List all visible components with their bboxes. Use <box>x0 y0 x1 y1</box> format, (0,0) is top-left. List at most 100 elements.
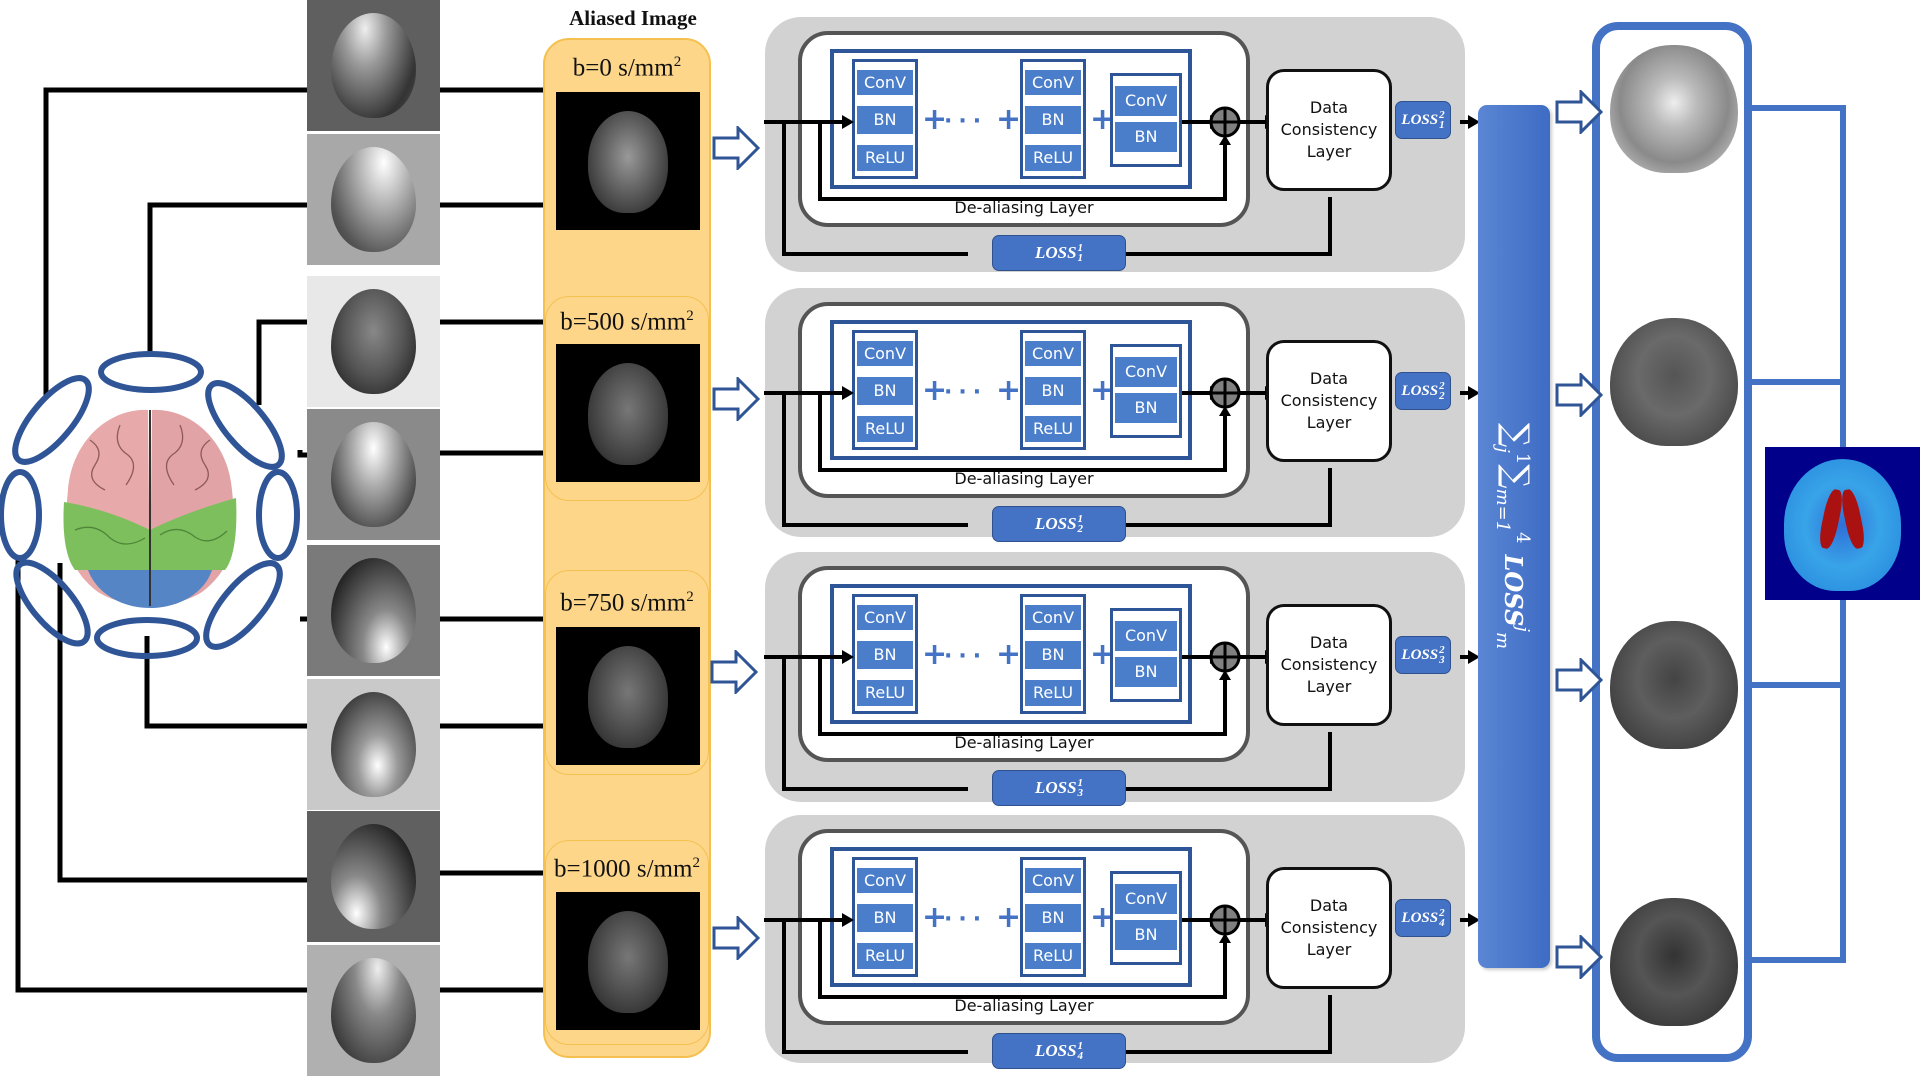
hollow-arrow-icon <box>1555 373 1603 417</box>
plus-sign: + <box>922 373 948 408</box>
row-connections <box>764 904 1480 1054</box>
coil-ellipse <box>256 469 300 561</box>
de-aliasing-label: De-aliasing Layer <box>954 733 1094 752</box>
coil-ellipse <box>0 469 42 561</box>
coil-ellipse <box>94 617 200 659</box>
ellipsis: ··· <box>944 380 988 405</box>
aliased-mri-image <box>556 627 700 765</box>
coil-ellipse <box>205 380 285 470</box>
b-value-label: b=500 s/mm2 <box>560 308 694 336</box>
ellipsis: ··· <box>944 644 988 669</box>
conv-layer: ConV <box>857 868 913 893</box>
conv-layer: ConV <box>857 341 913 366</box>
relu-layer: ReLU <box>1025 680 1081 706</box>
bn-layer: BN <box>857 377 913 405</box>
conv-bn-block: ConV BN <box>1110 608 1182 702</box>
coil-ellipse <box>203 560 283 650</box>
conv-layer: ConV <box>857 605 913 630</box>
row-connections <box>764 106 1480 256</box>
bn-layer: BN <box>1115 657 1177 687</box>
coil-ellipse <box>98 351 204 393</box>
reconstructed-image <box>1610 45 1738 173</box>
bn-layer: BN <box>857 641 913 669</box>
b-value-label: b=1000 s/mm2 <box>554 855 700 883</box>
plus-sign: + <box>996 637 1022 672</box>
coil-ellipse <box>12 375 92 465</box>
conv-bn-relu-block: ConV BN ReLU <box>1020 59 1086 179</box>
reconstructed-image <box>1610 318 1738 446</box>
conv-layer: ConV <box>1025 605 1081 630</box>
hollow-arrow-icon <box>710 650 758 694</box>
bn-layer: BN <box>1115 920 1177 950</box>
bn-layer: BN <box>1025 106 1081 134</box>
de-aliasing-label: De-aliasing Layer <box>954 996 1094 1015</box>
b-value-label: b=0 s/mm2 <box>572 54 682 82</box>
brain-illustration <box>63 409 237 608</box>
plus-sign: + <box>922 102 948 137</box>
relu-layer: ReLU <box>1025 416 1081 442</box>
conv-bn-relu-block: ConV BN ReLU <box>1020 594 1086 714</box>
total-loss-bar <box>1478 105 1550 968</box>
relu-layer: ReLU <box>1025 943 1081 969</box>
plus-sign: + <box>996 373 1022 408</box>
bn-layer: BN <box>857 106 913 134</box>
bn-layer: BN <box>1025 904 1081 932</box>
aliased-mri-image <box>556 892 700 1030</box>
aliased-mri-image <box>556 344 700 482</box>
hollow-arrow-icon <box>712 916 760 960</box>
bn-layer: BN <box>1025 641 1081 669</box>
aliased-mri-image <box>556 92 700 230</box>
hollow-arrow-icon <box>1555 935 1603 979</box>
hollow-arrow-icon <box>712 377 760 421</box>
reconstructed-image <box>1610 898 1738 1026</box>
conv-layer: ConV <box>1025 70 1081 95</box>
conv-bn-block: ConV BN <box>1110 871 1182 965</box>
plus-sign: + <box>922 900 948 935</box>
bn-layer: BN <box>1115 393 1177 423</box>
hollow-arrow-icon <box>712 126 760 170</box>
parametric-color-map <box>1765 447 1920 600</box>
relu-layer: ReLU <box>857 680 913 706</box>
plus-sign: + <box>996 102 1022 137</box>
conv-bn-block: ConV BN <box>1110 73 1182 167</box>
plus-sign: + <box>996 900 1022 935</box>
conv-bn-relu-block: ConV BN ReLU <box>1020 857 1086 977</box>
aliased-image-title: Aliased Image <box>569 6 697 30</box>
relu-layer: ReLU <box>1025 145 1081 171</box>
plus-sign: + <box>922 637 948 672</box>
coil-sensitivity-map <box>307 134 440 265</box>
conv-layer: ConV <box>857 70 913 95</box>
de-aliasing-label: De-aliasing Layer <box>954 469 1094 488</box>
conv-bn-relu-block: ConV BN ReLU <box>852 330 918 450</box>
coil-sensitivity-map <box>307 945 440 1076</box>
coil-array <box>0 351 300 659</box>
conv-layer: ConV <box>1115 357 1177 387</box>
coil-sensitivity-map <box>307 0 440 131</box>
relu-layer: ReLU <box>857 416 913 442</box>
coil-sensitivity-map <box>307 409 440 540</box>
coil-sensitivity-map <box>307 679 440 810</box>
ellipsis: ··· <box>944 109 988 134</box>
row-connections <box>764 377 1480 527</box>
coil-sensitivity-map <box>307 811 440 942</box>
b-value-label: b=750 s/mm2 <box>560 589 694 617</box>
ellipsis: ··· <box>944 907 988 932</box>
conv-layer: ConV <box>1115 621 1177 651</box>
conv-layer: ConV <box>1115 884 1177 914</box>
row-connections <box>764 641 1480 791</box>
total-loss-formula: ∑j1∑m=14 LOSSjm <box>1492 422 1536 650</box>
conv-bn-relu-block: ConV BN ReLU <box>852 857 918 977</box>
conv-layer: ConV <box>1025 868 1081 893</box>
conv-layer: ConV <box>1115 86 1177 116</box>
hollow-arrow-icon <box>1555 90 1603 134</box>
de-aliasing-label: De-aliasing Layer <box>954 198 1094 217</box>
relu-layer: ReLU <box>857 943 913 969</box>
